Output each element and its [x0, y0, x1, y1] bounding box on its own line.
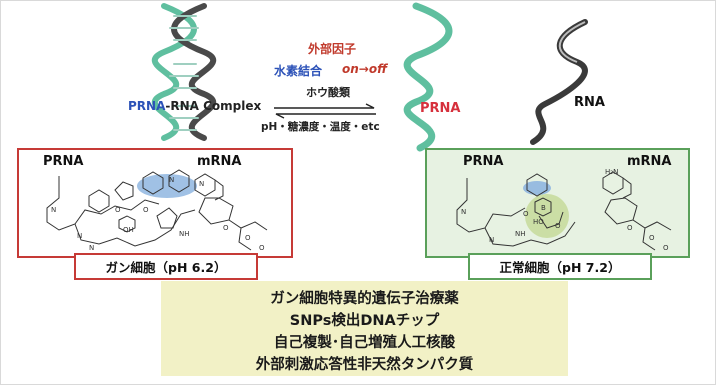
svg-text:HO: HO	[533, 218, 544, 226]
summary-line: ガン細胞特異的遺伝子治療薬	[270, 291, 459, 307]
svg-text:O: O	[223, 224, 229, 232]
svg-text:NH: NH	[179, 230, 190, 238]
svg-text:N: N	[169, 176, 174, 184]
conditions-label: pH・糖濃度・温度・etc	[261, 121, 380, 133]
svg-text:B: B	[541, 204, 546, 212]
complex-prna-text: PRNA	[128, 99, 166, 113]
external-factor-label: 外部因子	[308, 42, 357, 56]
panel-left-prna-title: PRNA	[43, 154, 84, 169]
svg-text:O: O	[555, 222, 561, 230]
svg-text:N: N	[461, 208, 466, 216]
hydrogen-bond-state: on→off	[342, 62, 388, 76]
normal-cell-caption: 正常細胞（pH 7.2）	[468, 253, 652, 280]
svg-text:NH: NH	[515, 230, 526, 238]
svg-text:N: N	[51, 206, 56, 214]
summary-line: SNPs検出DNAチップ	[289, 313, 440, 329]
svg-text:N: N	[77, 232, 82, 240]
hydrogen-bond-label: 水素結合	[274, 64, 323, 78]
svg-text:N: N	[89, 244, 94, 252]
svg-text:O: O	[627, 224, 633, 232]
svg-text:O: O	[663, 244, 669, 252]
svg-text:N: N	[489, 236, 494, 244]
summary-line: 外部刺激応答性非天然タンパク質	[255, 357, 474, 373]
equilibrium-arrows	[274, 103, 376, 119]
svg-text:O: O	[523, 210, 529, 218]
rna-strand	[530, 19, 588, 145]
svg-text:N: N	[199, 180, 204, 188]
panel-right-mrna-title: mRNA	[627, 154, 672, 169]
svg-text:O: O	[115, 206, 121, 214]
svg-text:O: O	[649, 234, 655, 242]
applications-summary-box: ガン細胞特異的遺伝子治療薬 SNPs検出DNAチップ 自己複製･自己増殖人工核酸…	[161, 281, 568, 376]
prna-label: PRNA	[420, 101, 461, 116]
rna-label: RNA	[574, 95, 605, 110]
panel-left-mrna-title: mRNA	[197, 154, 242, 169]
svg-text:O: O	[245, 234, 251, 242]
prna-rna-double-helix	[151, 3, 217, 141]
svg-text:O: O	[143, 206, 149, 214]
summary-line: 自己複製･自己増殖人工核酸	[273, 335, 456, 351]
boric-acid-label: ホウ酸類	[306, 86, 350, 99]
prna-strand	[403, 2, 453, 152]
svg-text:H₂N: H₂N	[605, 168, 618, 176]
svg-text:OH: OH	[123, 226, 134, 234]
panel-right-prna-title: PRNA	[463, 154, 504, 169]
complex-rna-text: -RNA Complex	[165, 99, 262, 113]
svg-text:O: O	[259, 244, 265, 252]
cancer-cell-caption: ガン細胞（pH 6.2）	[74, 253, 258, 280]
complex-label: PRNA-RNA Complex	[128, 99, 261, 113]
